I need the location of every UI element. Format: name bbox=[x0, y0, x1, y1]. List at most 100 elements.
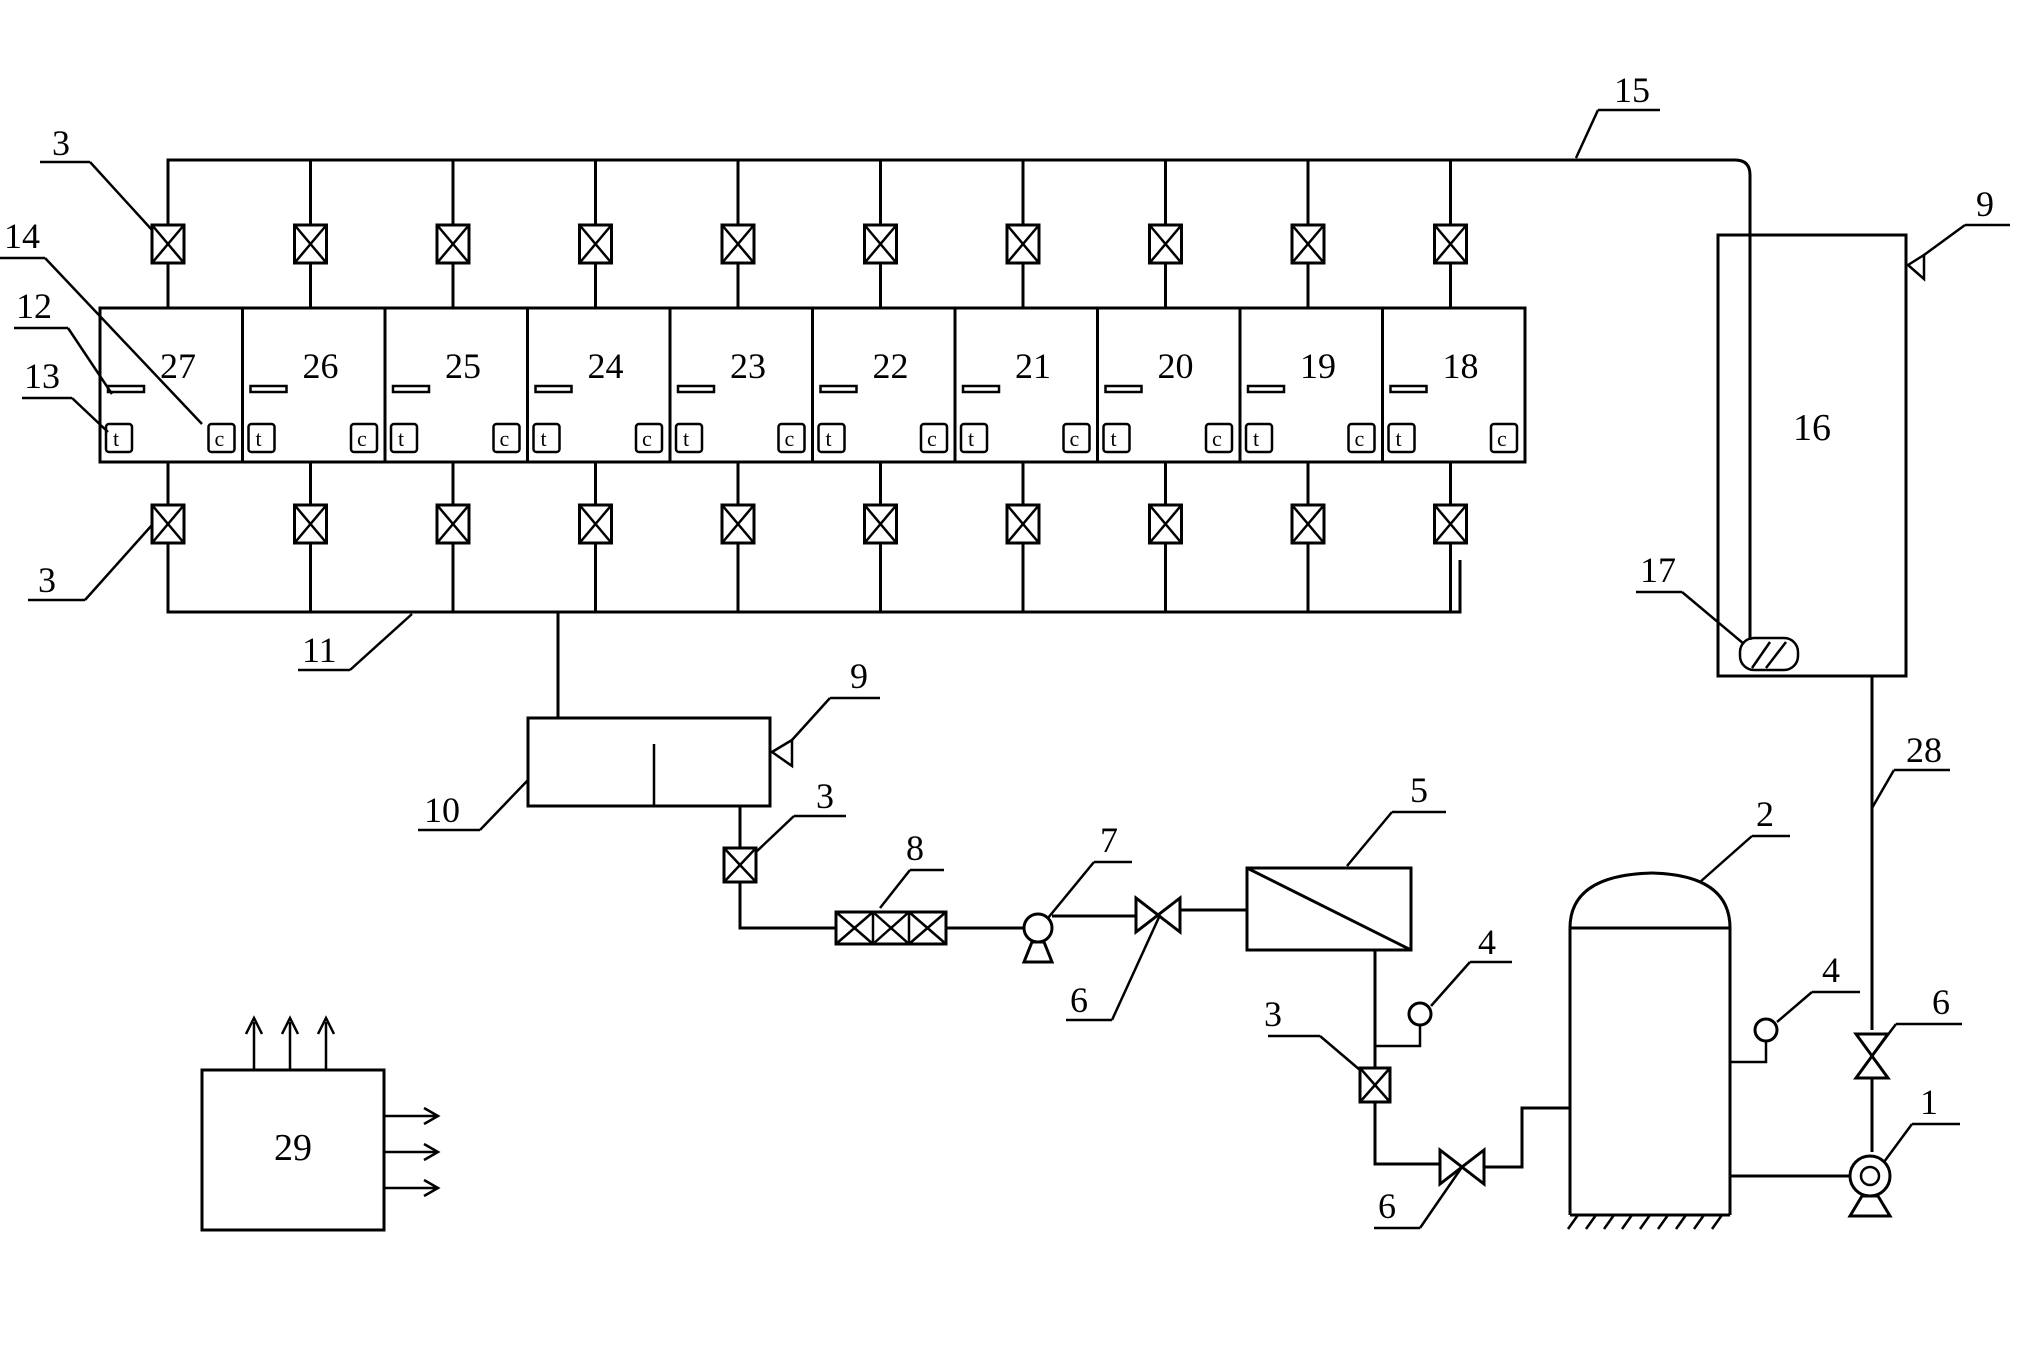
label-4-right: 4 bbox=[1822, 950, 1840, 990]
chamber-21-return-valve-cross-b bbox=[1006, 504, 1040, 544]
label-header-15: 15 bbox=[1574, 70, 1660, 159]
chamber-21-probe bbox=[961, 384, 1001, 394]
chamber-26-supply-valve-cross-b bbox=[293, 224, 328, 264]
label-sensor-14: 14 bbox=[0, 216, 203, 425]
chamber-27-return-valve-cross-b bbox=[151, 504, 185, 544]
chamber-25-sensor-c bbox=[492, 422, 521, 454]
tank-16-label: 16 bbox=[1793, 407, 1831, 449]
chamber-18-probe bbox=[1389, 384, 1428, 394]
chamber-22-label: 22 bbox=[873, 346, 909, 386]
chamber-19-sensor-t-label: t bbox=[1253, 426, 1259, 451]
label-3-bottom: 3 bbox=[38, 560, 56, 600]
chamber-19-sensor-c-label: c bbox=[1355, 426, 1365, 451]
valve-6-pipe28: 6 bbox=[1853, 982, 1962, 1080]
chamber-22-return-valve-cross-b bbox=[863, 504, 898, 544]
chamber-27-sensor-t bbox=[104, 422, 134, 454]
label-header-11: 11 bbox=[298, 613, 413, 672]
chamber-26-sensor-t-label: t bbox=[256, 426, 262, 451]
chamber-19-supply-valve-cross-b bbox=[1291, 224, 1325, 264]
chamber-22-sensor-t bbox=[817, 422, 846, 454]
chamber-27-sensor-c bbox=[207, 422, 236, 454]
label-11: 11 bbox=[302, 630, 337, 670]
chamber-25-supply-valve-cross-b bbox=[436, 224, 470, 264]
chamber-18-sensor-t bbox=[1387, 422, 1416, 454]
label-sensor-13: 13 bbox=[22, 356, 109, 433]
chamber-24-label: 24 bbox=[588, 346, 624, 386]
chamber-20-sensor-t-label: t bbox=[1111, 426, 1117, 451]
chamber-21-sensor-c-label: c bbox=[1070, 426, 1080, 451]
chamber-23-supply-valve-cross-b bbox=[721, 224, 755, 264]
pipe-valve-filter bbox=[738, 882, 836, 930]
label-8: 8 bbox=[906, 828, 924, 868]
chamber-20-sensor-c-label: c bbox=[1212, 426, 1222, 451]
label-12: 12 bbox=[16, 286, 52, 326]
label-9-mid: 9 bbox=[850, 656, 868, 696]
chamber-27-sensor-t-label: t bbox=[113, 426, 119, 451]
pump-1: 1 bbox=[1847, 1082, 1960, 1218]
tank-16: 16 bbox=[1716, 233, 1908, 678]
chamber-18-sensor-t-label: t bbox=[1396, 426, 1402, 451]
bottom-header-11 bbox=[166, 560, 1462, 614]
chamber-21-sensor-t-label: t bbox=[968, 426, 974, 451]
chamber-21-label: 21 bbox=[1015, 346, 1051, 386]
label-6-bottom: 6 bbox=[1378, 1186, 1396, 1226]
valve-3-lower: 3 bbox=[722, 776, 846, 884]
label-7: 7 bbox=[1100, 820, 1118, 860]
chamber-26-return-valve-cross-b bbox=[293, 504, 328, 544]
label-17: 17 bbox=[1640, 550, 1676, 590]
chamber-21-sensor-t bbox=[959, 422, 989, 454]
label-15: 15 bbox=[1614, 70, 1650, 110]
chamber-23-sensor-c bbox=[777, 422, 806, 454]
label-13: 13 bbox=[24, 356, 60, 396]
top-header-15 bbox=[166, 158, 1752, 640]
valve-6-middle: 6 bbox=[1066, 894, 1182, 1022]
chamber-20-supply-valve-cross-b bbox=[1148, 224, 1183, 264]
chamber-18-supply-valve-cross-b bbox=[1433, 224, 1468, 264]
label-10: 10 bbox=[424, 790, 460, 830]
chamber-19-return-valve-cross-b bbox=[1291, 504, 1325, 544]
label-5: 5 bbox=[1410, 770, 1428, 810]
chamber-26-probe bbox=[249, 384, 288, 394]
gauge-4-membrane: 4 bbox=[1375, 922, 1512, 1048]
chamber-20-probe bbox=[1104, 384, 1143, 394]
tank-2: 2 bbox=[1566, 794, 1790, 1230]
chamber-25-return-valve-cross-b bbox=[436, 504, 470, 544]
chamber-25-sensor-t-label: t bbox=[398, 426, 404, 451]
label-14: 14 bbox=[4, 216, 40, 256]
valve-6-bottom: 6 bbox=[1374, 1146, 1486, 1230]
chamber-18-sensor-c-label: c bbox=[1497, 426, 1507, 451]
chamber-18-label: 18 bbox=[1443, 346, 1479, 386]
chamber-18-sensor-c bbox=[1489, 422, 1519, 454]
chamber-23-return-valve-cross-b bbox=[721, 504, 755, 544]
chamber-26-sensor-c-label: c bbox=[357, 426, 367, 451]
pipe-to-tank2 bbox=[1484, 1106, 1570, 1169]
chamber-19-label: 19 bbox=[1300, 346, 1336, 386]
gauge-4-tank2: 4 bbox=[1730, 950, 1860, 1064]
label-3-mid: 3 bbox=[1264, 994, 1282, 1034]
chamber-21-supply-valve-cross-b bbox=[1006, 224, 1040, 264]
chamber-26-sensor-t bbox=[247, 422, 276, 454]
valve-3-membrane: 3 bbox=[1264, 994, 1392, 1104]
label-3-top: 3 bbox=[52, 123, 70, 163]
chamber-19-probe bbox=[1246, 384, 1286, 394]
chamber-23-sensor-t bbox=[674, 422, 704, 454]
label-28: 28 bbox=[1906, 730, 1942, 770]
label-6-right: 6 bbox=[1932, 982, 1950, 1022]
pipe-28: 28 bbox=[1870, 676, 1950, 1030]
heater-17: 17 bbox=[1636, 550, 1800, 672]
label-29: 29 bbox=[274, 1127, 312, 1169]
label-9-right: 9 bbox=[1976, 184, 1994, 224]
chamber-25-label: 25 bbox=[445, 346, 481, 386]
chamber-22-supply-valve-cross-b bbox=[863, 224, 898, 264]
label-2: 2 bbox=[1756, 794, 1774, 834]
pump-7: 7 bbox=[1021, 820, 1132, 964]
chamber-27-sensor-c-label: c bbox=[215, 426, 225, 451]
chamber-20-label: 20 bbox=[1158, 346, 1194, 386]
chamber-24-sensor-c bbox=[634, 422, 664, 454]
chamber-27-probe bbox=[106, 384, 146, 394]
label-4-mid: 4 bbox=[1478, 922, 1496, 962]
controller-29: 29 bbox=[200, 1015, 441, 1232]
chamber-23-sensor-c-label: c bbox=[785, 426, 795, 451]
chamber-24-sensor-c-label: c bbox=[642, 426, 652, 451]
